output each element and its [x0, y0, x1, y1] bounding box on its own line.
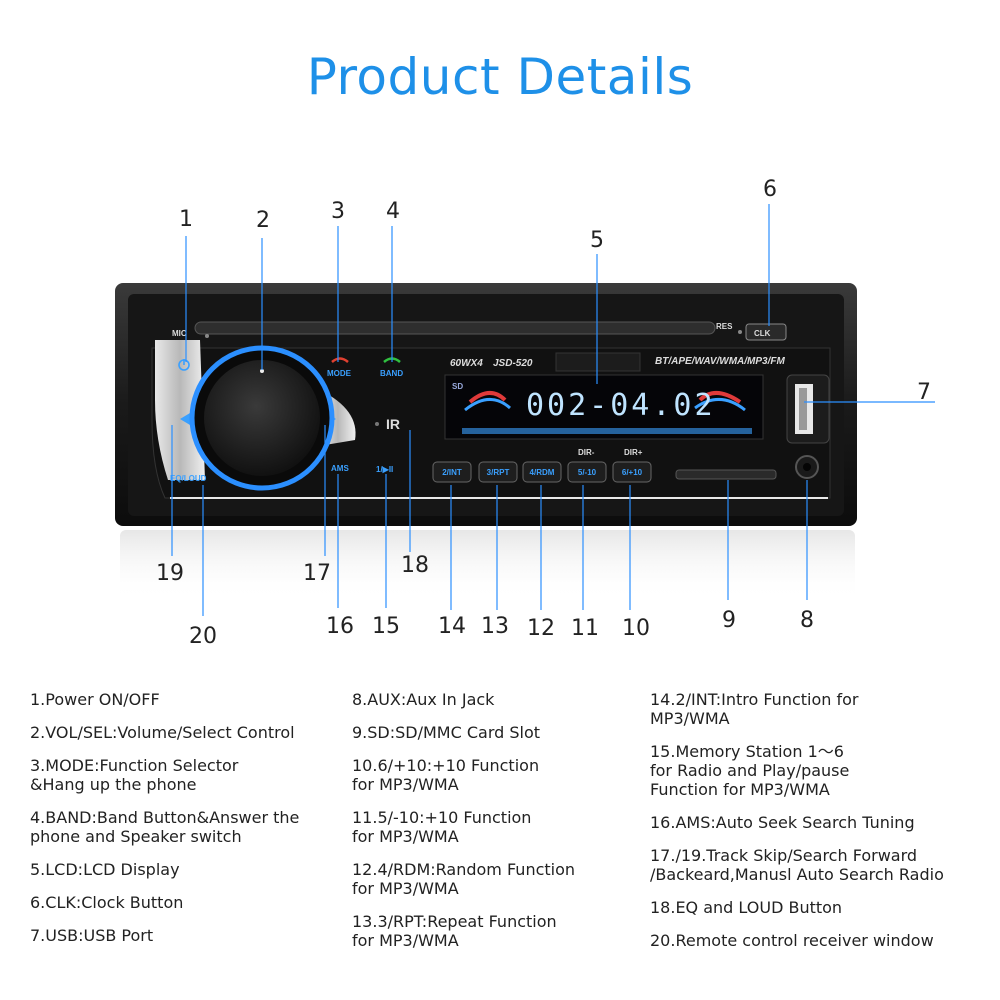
ams-button[interactable]: AMS [331, 464, 349, 473]
legend-item: 13.3/RPT:Repeat Function for MP3/WMA [352, 912, 557, 950]
legend-item: 18.EQ and LOUD Button [650, 898, 843, 917]
legend-item: 12.4/RDM:Random Function for MP3/WMA [352, 860, 576, 898]
callout-16: 16 [326, 614, 354, 639]
legend-item: 11.5/-10:+10 Function for MP3/WMA [352, 808, 532, 846]
page-title: Product Details [306, 48, 694, 106]
svg-text:BAND: BAND [380, 369, 403, 378]
reflection [120, 530, 855, 600]
callout-4: 4 [386, 199, 400, 224]
callout-12: 12 [527, 616, 555, 641]
callout-11: 11 [571, 616, 599, 641]
preset-button-5[interactable]: 5/-10 [567, 461, 607, 483]
legend-column-1: 1.Power ON/OFF 2.VOL/SEL:Volume/Select Co… [30, 690, 330, 959]
callout-5: 5 [590, 228, 604, 253]
callout-6: 6 [763, 177, 777, 202]
legend-column-2: 8.AUX:Aux In Jack 9.SD:SD/MMC Card Slot 10… [352, 690, 642, 964]
preset-label: 4/RDM [530, 468, 555, 477]
lcd-sd-indicator: SD [452, 382, 463, 391]
dir-minus-label: DIR- [578, 448, 595, 457]
mode-button[interactable]: MODE [327, 357, 352, 379]
cd-slot [194, 321, 716, 335]
preset-button-3[interactable]: 3/RPT [478, 461, 518, 483]
legend-item: 4.BAND:Band Button&Answer the phone and … [30, 808, 300, 846]
callout-14: 14 [438, 614, 466, 639]
callout-13: 13 [481, 614, 509, 639]
callout-8: 8 [800, 608, 814, 633]
power-rating: 60WX4 [450, 358, 483, 369]
callout-3: 3 [331, 199, 345, 224]
svg-text:MODE: MODE [327, 369, 352, 378]
res-label: RES [716, 322, 733, 331]
legend-item: 6.CLK:Clock Button [30, 893, 184, 912]
callout-2: 2 [256, 208, 270, 233]
legend-item: 10.6/+10:+10 Function for MP3/WMA [352, 756, 540, 794]
preset-label: 5/-10 [578, 468, 597, 477]
sd-card-slot [675, 469, 777, 480]
clk-button[interactable] [745, 323, 787, 341]
legend-item: 2.VOL/SEL:Volume/Select Control [30, 723, 295, 742]
power-icon[interactable] [178, 359, 190, 371]
prev-arrow-icon[interactable] [180, 413, 190, 425]
callout-9: 9 [722, 608, 736, 633]
formats-label: BT/APE/WAV/WMA/MP3/FM [655, 356, 785, 367]
legend-item: 15.Memory Station 1～6 for Radio and Play… [650, 742, 850, 799]
callout-1: 1 [179, 207, 193, 232]
svg-text:IR: IR [386, 416, 400, 432]
preset-button-4[interactable]: 4/RDM [522, 461, 562, 483]
callout-20: 20 [189, 624, 217, 649]
preset-button-6[interactable]: 6/+10 [612, 461, 652, 483]
legend-item: 5.LCD:LCD Display [30, 860, 180, 879]
preset-button-2[interactable]: 2/INT [432, 461, 472, 483]
legend-item: 7.USB:USB Port [30, 926, 154, 945]
car-stereo-diagram: MIC RES CLK MODE BAND IR AMS 1/▶II EQ/LO… [115, 177, 935, 649]
silver-trim [155, 340, 205, 480]
lcd-digits: 002-04.02 [526, 388, 716, 423]
callout-19: 19 [156, 561, 184, 586]
legend-column-3: 14.2/INT:Intro Function for MP3/WMA 15.Me… [650, 690, 995, 964]
eq-loud-button[interactable]: EQ/LOUD [170, 474, 207, 483]
legend-item: 1.Power ON/OFF [30, 690, 160, 709]
legend-item: 20.Remote control receiver window [650, 931, 934, 950]
preset-label: 2/INT [442, 468, 462, 477]
preset-buttons: 2/INT 3/RPT 4/RDM 5/-10 6/+10 [432, 461, 652, 483]
callout-17: 17 [303, 561, 331, 586]
callout-10: 10 [622, 616, 650, 641]
legend-item: 3.MODE:Function Selector &Hang up the ph… [30, 756, 239, 794]
callout-15: 15 [372, 614, 400, 639]
lcd-spectrum [462, 391, 752, 434]
preset-label: 6/+10 [622, 468, 643, 477]
mic-label: MIC [172, 329, 187, 338]
legend-item: 14.2/INT:Intro Function for MP3/WMA [650, 690, 859, 728]
play-pause-button[interactable]: 1/▶II [376, 465, 393, 474]
legend-item: 17./19.Track Skip/Search Forward /Backea… [650, 846, 944, 884]
callout-7: 7 [917, 380, 931, 405]
callout-lines [171, 204, 935, 616]
callout-18: 18 [401, 553, 429, 578]
legend-item: 8.AUX:Aux In Jack [352, 690, 495, 709]
ir-receiver: IR [375, 416, 400, 432]
legend-item: 16.AMS:Auto Seek Search Tuning [650, 813, 915, 832]
volume-knob[interactable] [204, 360, 320, 476]
model-name: JSD-520 [493, 358, 533, 369]
svg-text:CLK: CLK [754, 329, 771, 338]
dir-plus-label: DIR+ [624, 448, 643, 457]
legend-item: 9.SD:SD/MMC Card Slot [352, 723, 541, 742]
preset-label: 3/RPT [487, 468, 510, 477]
